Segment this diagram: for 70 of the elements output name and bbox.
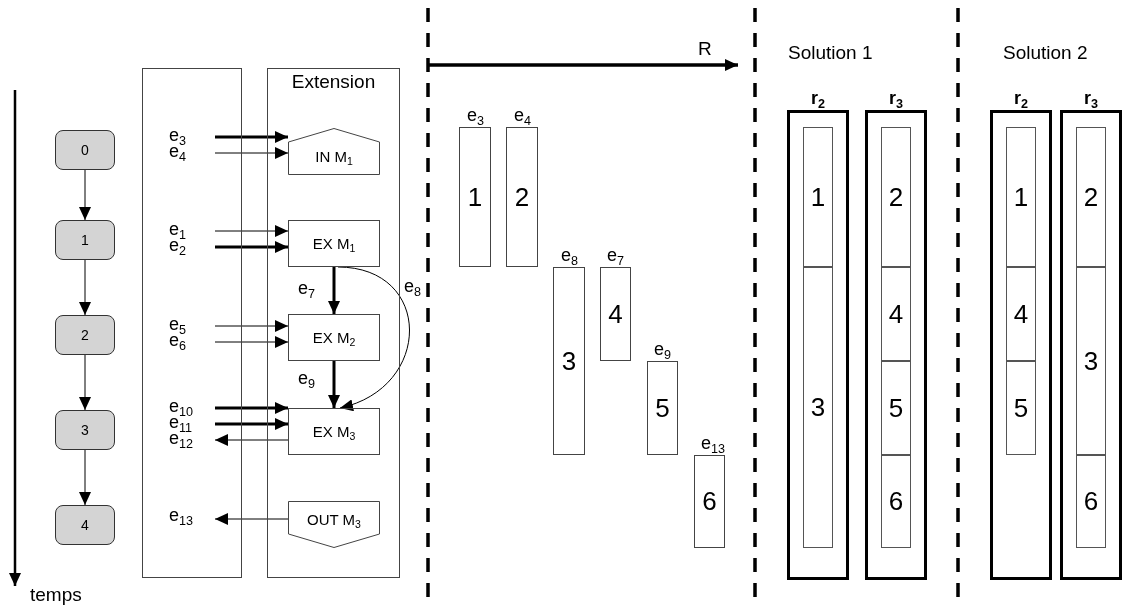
output-module-shape: OUT M$_{3}$: [288, 501, 380, 548]
arrow: [79, 449, 91, 506]
task-slot: 4: [881, 267, 911, 361]
state-box: 1: [55, 220, 115, 260]
arrow: [214, 434, 289, 446]
task-slot: 3: [803, 267, 833, 548]
state-box: 0: [55, 130, 115, 170]
input-module-shape: IN M$_{1}$: [288, 128, 380, 175]
state-box: 4: [55, 505, 115, 545]
section-title: Solution 1: [788, 42, 873, 64]
column-panel: [267, 68, 400, 578]
arrow: [214, 147, 289, 159]
edge-label: e$_{8}$: [404, 276, 422, 297]
arrow: [214, 320, 289, 332]
arrow: [79, 259, 91, 316]
task-bar: 6: [694, 455, 725, 548]
task-slot: 3: [1076, 267, 1106, 455]
register-label: r$_{2}$: [810, 88, 826, 109]
signal-label: e$_{3}$: [165, 127, 210, 143]
register-label: r$_{3}$: [888, 88, 904, 109]
task-slot: 5: [1006, 361, 1036, 455]
section-title: Solution 2: [1003, 42, 1088, 64]
register-label: r$_{3}$: [1083, 88, 1099, 109]
task-slot: 4: [1006, 267, 1036, 361]
time-event-label: e$_{4}$: [514, 105, 532, 126]
time-event-label: e$_{3}$: [467, 105, 485, 126]
module-box: EX M$_{1}$: [288, 220, 380, 267]
column-panel: [142, 68, 242, 578]
task-bar: 5: [647, 361, 678, 455]
time-event-label: e$_{13}$: [701, 433, 726, 454]
arrow: [214, 513, 289, 525]
arrow: [214, 225, 289, 237]
column-title: Extension: [290, 71, 377, 93]
axis-label: temps: [30, 584, 82, 606]
task-slot: 6: [1076, 455, 1106, 548]
task-slot: 5: [881, 361, 911, 455]
task-slot: 1: [1006, 127, 1036, 267]
task-bar: 4: [600, 267, 631, 361]
time-event-label: e$_{9}$: [654, 339, 672, 360]
edge-label: e$_{9}$: [298, 368, 316, 389]
module-box: EX M$_{3}$: [288, 408, 380, 455]
arrow: [214, 336, 289, 348]
arrow: [337, 266, 410, 410]
arrow: [215, 418, 288, 430]
axis-label: R: [698, 38, 712, 60]
signal-label: e$_{10}$: [165, 398, 210, 414]
task-slot: 2: [881, 127, 911, 267]
arrow: [79, 169, 91, 221]
task-slot: 6: [881, 455, 911, 548]
time-event-label: e$_{7}$: [607, 245, 625, 266]
task-slot: 1: [803, 127, 833, 267]
register-label: r$_{2}$: [1013, 88, 1029, 109]
time-event-label: e$_{8}$: [561, 245, 579, 266]
task-bar: 3: [553, 267, 585, 455]
arrow: [328, 361, 340, 408]
signal-label: e$_{13}$: [165, 507, 210, 527]
task-bar: 2: [506, 127, 538, 267]
arrow: [215, 402, 288, 414]
module-box: EX M$_{2}$: [288, 314, 380, 361]
arrow: [79, 354, 91, 411]
task-slot: 2: [1076, 127, 1106, 267]
arrow: [328, 267, 340, 314]
signal-label: e$_{5}$: [165, 316, 210, 332]
arrow: [215, 241, 288, 253]
signal-label: e$_{1}$: [165, 221, 210, 237]
task-bar: 1: [459, 127, 491, 267]
arrow: [215, 131, 288, 143]
edge-label: e$_{7}$: [298, 278, 316, 299]
state-box: 3: [55, 410, 115, 450]
state-box: 2: [55, 315, 115, 355]
